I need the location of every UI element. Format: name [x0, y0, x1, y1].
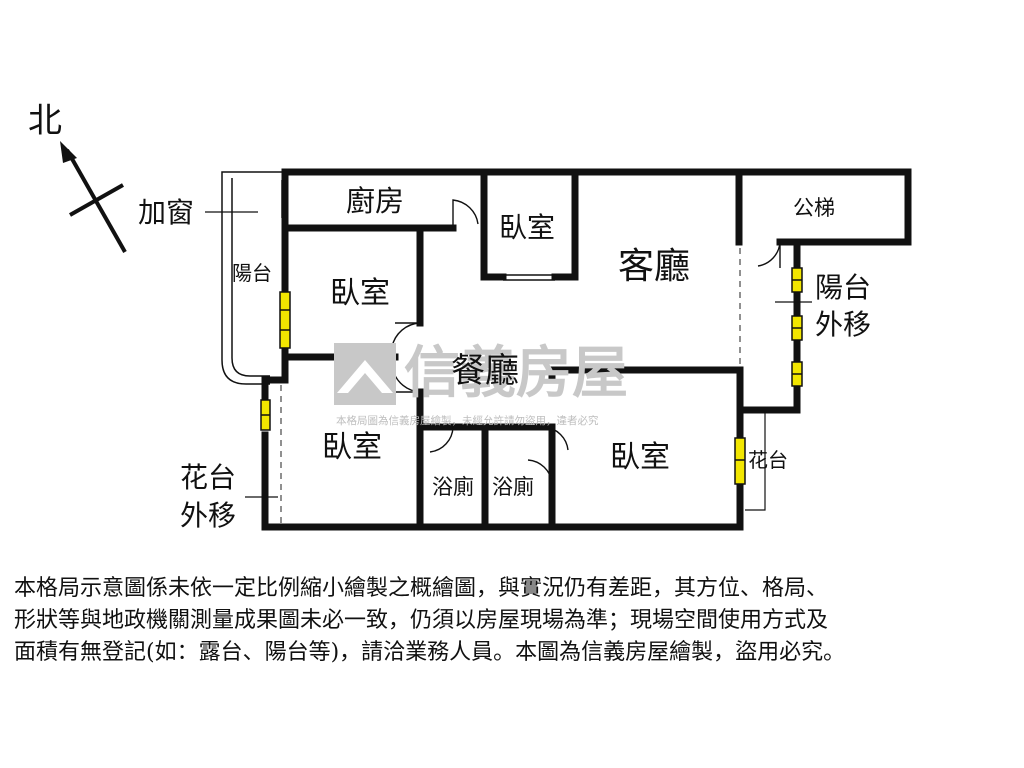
compass-label: 北	[28, 101, 62, 141]
southeast-bedroom-label: 臥室	[610, 440, 670, 475]
kitchen-label: 廚房	[346, 184, 404, 218]
east-balcony-label-1: 陽台	[815, 271, 871, 304]
disclaimer-line: 面積有無登記(如：露台、陽台等)，請洽業務人員。本圖為信義房屋繪製，盜用必究。	[14, 640, 846, 665]
dining-room-label: 餐廳	[451, 351, 519, 391]
disclaimer-line: 本格局示意圖係未依一定比例縮小繪製之概繪圖，與實況仍有差距，其方位、格局、	[14, 576, 829, 601]
west-planter-label-2: 外移	[180, 499, 236, 532]
floor-plan: 北	[28, 101, 912, 532]
watermark-logo-icon	[334, 343, 396, 405]
west-balcony-label: 陽台	[232, 261, 272, 285]
disclaimer: 本格局示意圖係未依一定比例縮小繪製之概繪圖，與實況仍有差距，其方位、格局、 形狀…	[14, 573, 1014, 669]
east-planter-label: 花台	[748, 448, 788, 472]
watermark-brand: 信義房屋	[404, 341, 628, 406]
added-window-label: 加窗	[138, 196, 194, 229]
dashed-partitions	[280, 248, 741, 525]
leader-lines	[205, 211, 812, 498]
bathroom-2-label: 浴廁	[492, 475, 534, 499]
living-room-label: 客廳	[618, 246, 690, 287]
bathroom-1-label: 浴廁	[432, 475, 474, 499]
disclaimer-line: 形狀等與地政機關測量成果圖未必一致，仍須以房屋現場為準；現場空間使用方式及	[14, 608, 829, 633]
watermark-notice: 本格局圖為信義房屋繪製，未經允許請勿盜用，違者必究	[336, 414, 599, 427]
north-compass-icon	[60, 141, 127, 253]
watermark: 信義房屋 本格局圖為信義房屋繪製，未經允許請勿盜用，違者必究	[334, 341, 628, 427]
small-bedroom-label: 臥室	[499, 211, 555, 244]
east-balcony-label-2: 外移	[815, 308, 871, 341]
east-planter-outline	[745, 409, 766, 511]
southwest-bedroom-label: 臥室	[322, 430, 382, 465]
northwest-bedroom-label: 臥室	[330, 276, 390, 311]
west-planter-label-1: 花台	[180, 461, 236, 494]
public-stairs-label: 公梯	[793, 196, 835, 220]
windows	[260, 267, 803, 485]
